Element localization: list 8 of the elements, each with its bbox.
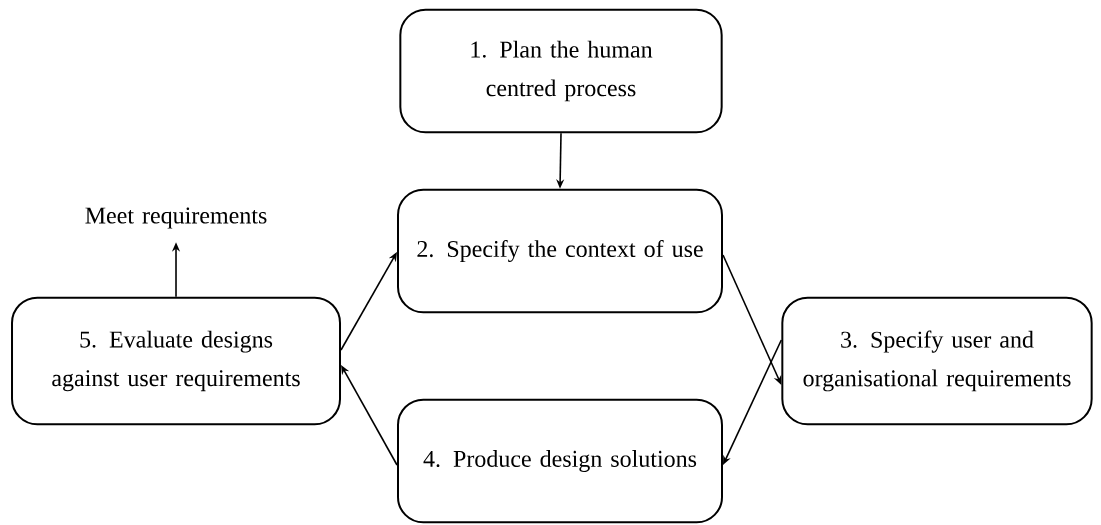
arrow bbox=[341, 365, 398, 466]
process-box: 2. Specify the context of use bbox=[397, 188, 723, 314]
process-box: 1. Plan the human centred process bbox=[399, 8, 723, 134]
process-box: 5. Evaluate designs against user requirements bbox=[11, 296, 341, 426]
process-box: 4. Produce design solutions bbox=[397, 398, 723, 524]
process-box: 3. Specify user and organisational requirements bbox=[781, 296, 1093, 426]
arrow bbox=[340, 252, 397, 351]
outcome-text: Meet requirements bbox=[85, 207, 267, 229]
